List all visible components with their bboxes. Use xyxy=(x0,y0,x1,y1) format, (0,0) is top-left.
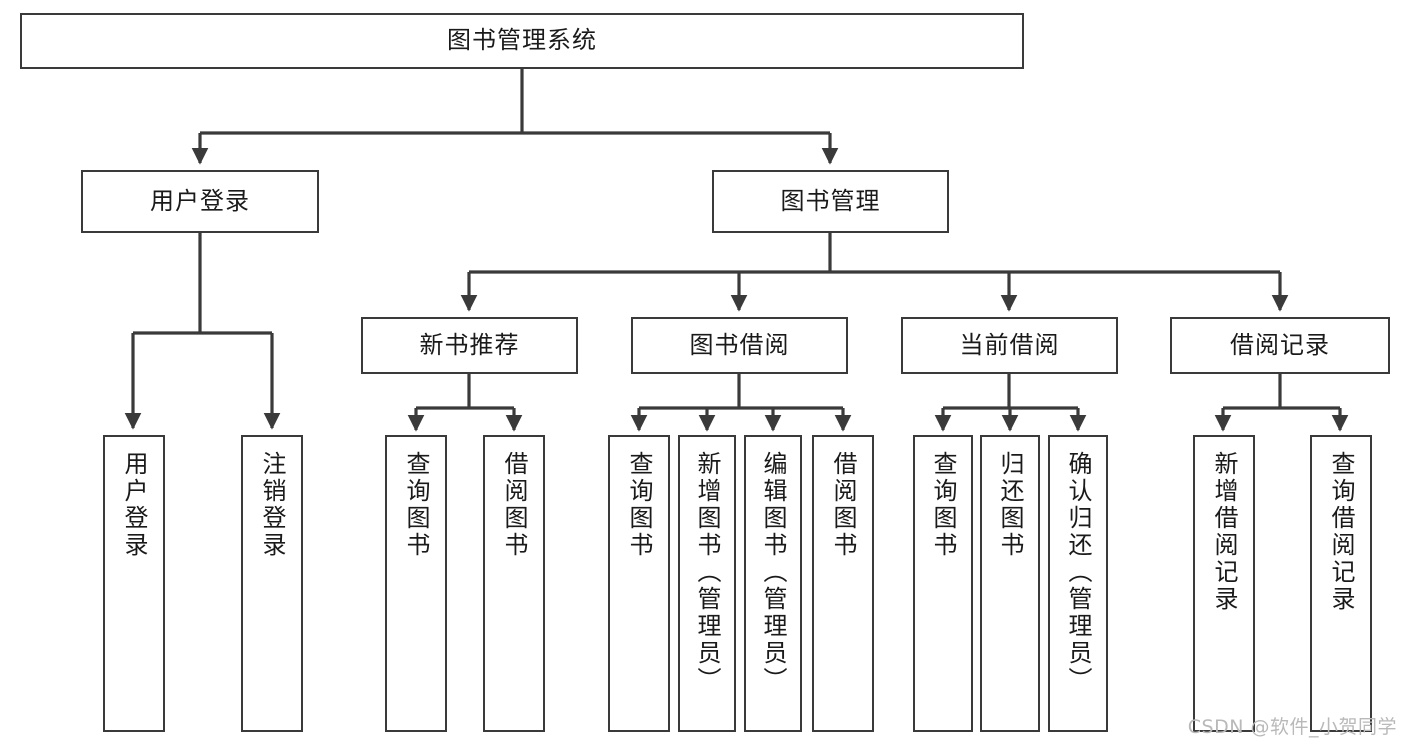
node-book-borrow[interactable]: 图书借阅 xyxy=(631,317,848,374)
node-borrow-record[interactable]: 借阅记录 xyxy=(1170,317,1390,374)
node-label: 图书管理 xyxy=(780,186,881,215)
node-label: 查询图书 xyxy=(929,451,957,559)
leaf-query-book-recommend[interactable]: 查询图书 xyxy=(385,435,447,732)
leaf-borrow-book-recommend[interactable]: 借阅图书 xyxy=(483,435,545,732)
leaf-user-login[interactable]: 用户登录 xyxy=(103,435,165,732)
leaf-query-book[interactable]: 查询图书 xyxy=(608,435,670,732)
leaf-add-book-admin[interactable]: 新增图书（管理员） xyxy=(678,435,736,732)
node-label: 查询图书 xyxy=(402,451,430,559)
node-label: 借阅记录 xyxy=(1230,330,1330,359)
node-label: 查询借阅记录 xyxy=(1327,451,1355,613)
leaf-return-book[interactable]: 归还图书 xyxy=(980,435,1040,732)
leaf-borrow-book[interactable]: 借阅图书 xyxy=(812,435,874,732)
node-label: 确认归还（管理员） xyxy=(1064,451,1092,694)
leaf-query-book-current[interactable]: 查询图书 xyxy=(913,435,973,732)
node-user-login[interactable]: 用户登录 xyxy=(81,170,319,233)
leaf-edit-book-admin[interactable]: 编辑图书（管理员） xyxy=(744,435,802,732)
node-label: 新增图书（管理员） xyxy=(693,451,721,694)
node-label: 新书推荐 xyxy=(419,330,520,359)
node-label: 用户登录 xyxy=(120,451,148,559)
node-label: 用户登录 xyxy=(150,186,250,215)
node-current-borrow[interactable]: 当前借阅 xyxy=(901,317,1118,374)
node-label: 图书管理系统 xyxy=(447,26,597,55)
node-label: 编辑图书（管理员） xyxy=(759,451,787,694)
watermark-text: CSDN @软件_小贺同学 xyxy=(1187,716,1397,738)
node-label: 图书借阅 xyxy=(689,330,790,359)
node-label: 当前借阅 xyxy=(959,330,1060,359)
node-label: 借阅图书 xyxy=(500,451,528,559)
leaf-user-logout[interactable]: 注销登录 xyxy=(241,435,303,732)
node-label: 注销登录 xyxy=(258,451,286,559)
leaf-confirm-return-admin[interactable]: 确认归还（管理员） xyxy=(1048,435,1108,732)
node-label: 新增借阅记录 xyxy=(1210,451,1238,613)
node-new-book-recommend[interactable]: 新书推荐 xyxy=(361,317,578,374)
node-label: 借阅图书 xyxy=(829,451,857,559)
node-label: 查询图书 xyxy=(625,451,653,559)
leaf-add-borrow-record[interactable]: 新增借阅记录 xyxy=(1193,435,1255,732)
node-label: 归还图书 xyxy=(996,451,1024,559)
node-book-management[interactable]: 图书管理 xyxy=(712,170,949,233)
node-root-system[interactable]: 图书管理系统 xyxy=(20,13,1024,69)
leaf-query-borrow-record[interactable]: 查询借阅记录 xyxy=(1310,435,1372,732)
